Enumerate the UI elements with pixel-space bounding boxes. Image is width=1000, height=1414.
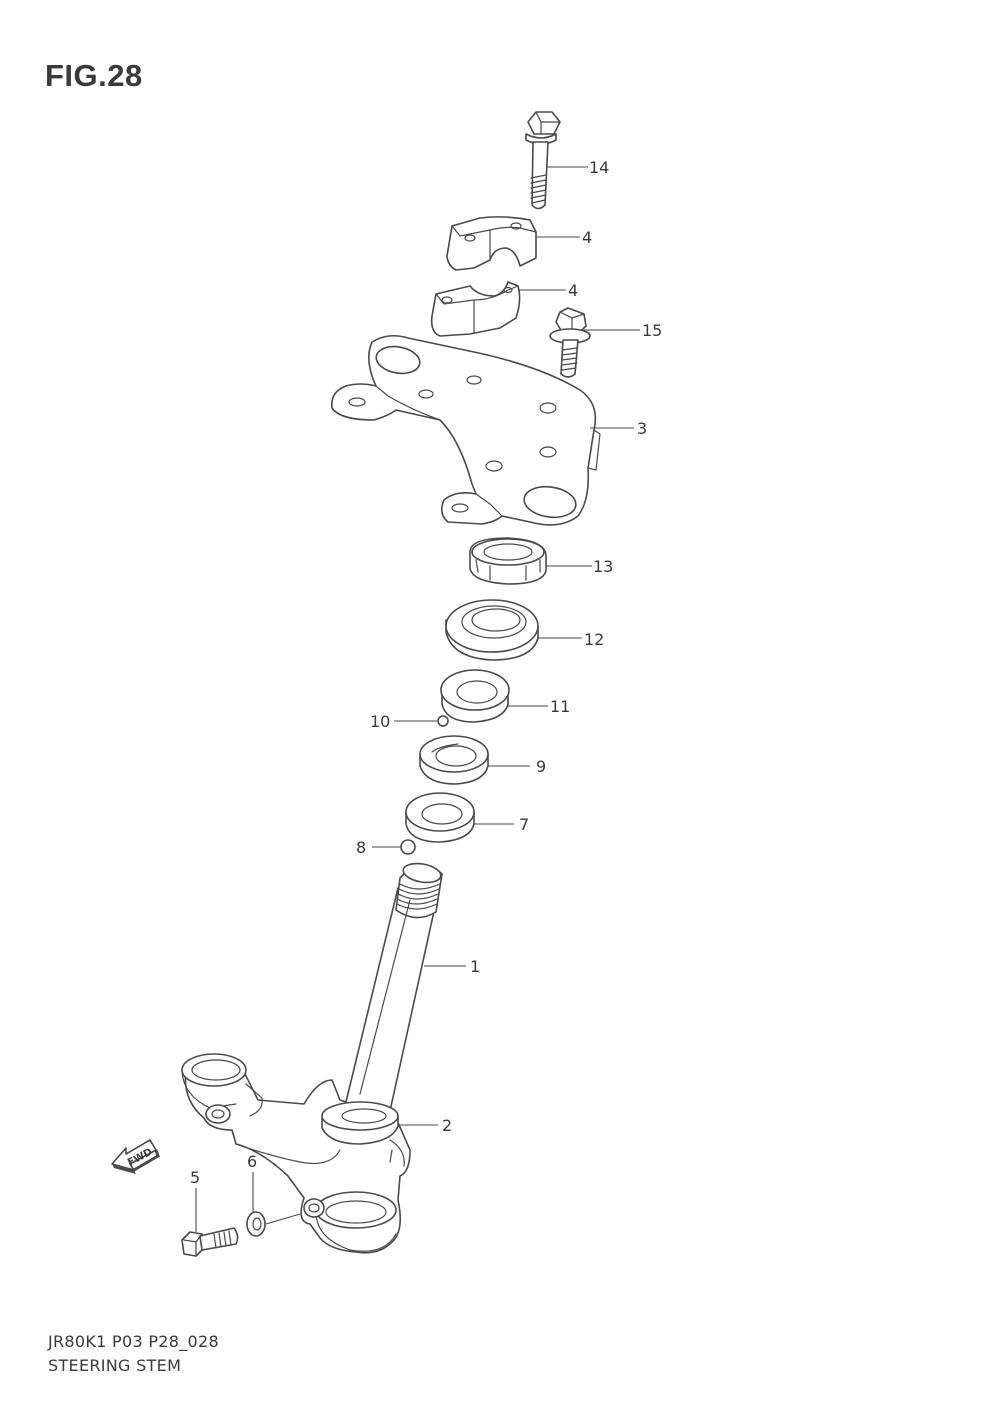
dust-seal-icon[interactable]: [445, 599, 539, 661]
callout-6: 6: [247, 1152, 257, 1171]
callout-4-lower: 4: [568, 281, 578, 300]
callout-10: 10: [370, 712, 390, 731]
steel-ball-lower-icon[interactable]: [400, 839, 416, 855]
callout-4-upper: 4: [582, 228, 592, 247]
stem-seal-icon[interactable]: [321, 1101, 399, 1145]
castle-nut-icon[interactable]: [469, 537, 547, 585]
callout-3: 3: [637, 419, 647, 438]
callout-13: 13: [593, 557, 613, 576]
steel-ball-upper-icon[interactable]: [437, 715, 449, 727]
callout-11: 11: [550, 697, 570, 716]
leader-lines: [195, 166, 640, 1232]
callout-7: 7: [519, 815, 529, 834]
callout-12: 12: [584, 630, 604, 649]
figure-title: FIG.28: [45, 58, 143, 93]
bearing-race-middle-icon[interactable]: [419, 735, 489, 785]
steering-stem-icon[interactable]: [181, 861, 443, 1254]
upper-bracket-icon[interactable]: [330, 334, 601, 526]
callout-8: 8: [356, 838, 366, 857]
figure-caption: STEERING STEM: [48, 1356, 182, 1375]
handlebar-holder-lower-icon[interactable]: [430, 281, 521, 337]
callout-labels: 14 4 4 15 3 13 12 11 10 9 7 8 1 2 5 6: [190, 158, 662, 1187]
callout-2: 2: [442, 1116, 452, 1135]
flange-bolt-icon[interactable]: [549, 307, 591, 378]
bolt-small-icon[interactable]: [181, 1227, 239, 1257]
washer-icon[interactable]: [246, 1211, 266, 1237]
bearing-race-upper-icon[interactable]: [440, 669, 510, 723]
model-code: JR80K1 P03 P28_028: [48, 1332, 219, 1351]
callout-5: 5: [190, 1168, 200, 1187]
forward-direction-arrow-icon: FWD: [111, 1139, 160, 1174]
bearing-race-lower-icon[interactable]: [405, 792, 475, 843]
long-bolt-icon[interactable]: [525, 111, 561, 210]
callout-15: 15: [642, 321, 662, 340]
callout-1: 1: [470, 957, 480, 976]
callout-9: 9: [536, 757, 546, 776]
callout-14: 14: [589, 158, 609, 177]
handlebar-holder-upper-icon[interactable]: [446, 216, 537, 271]
